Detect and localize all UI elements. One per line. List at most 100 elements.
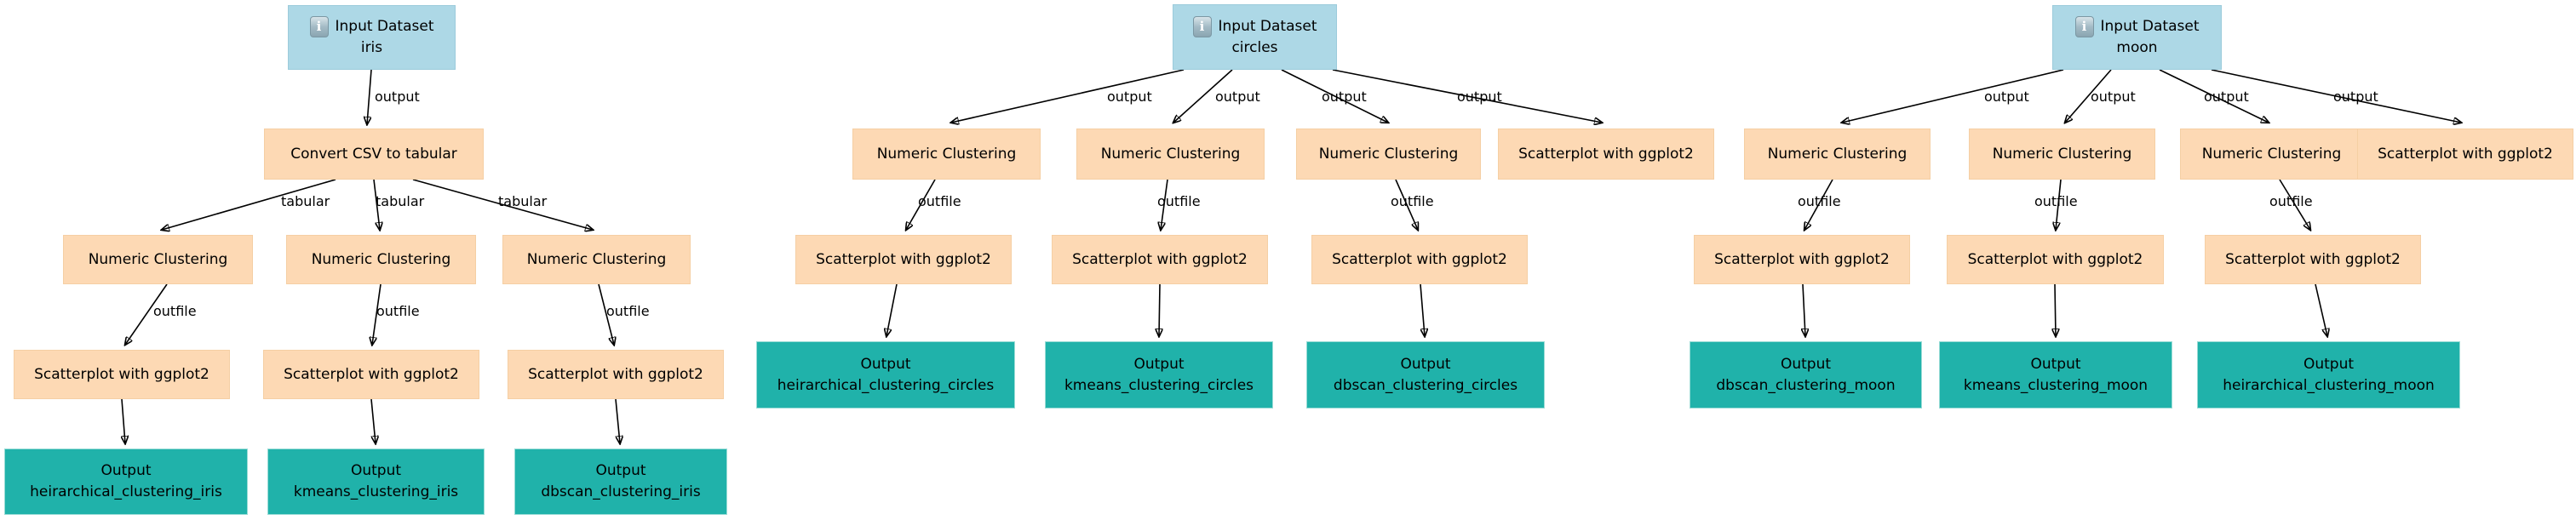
output-title: Output	[860, 355, 911, 373]
node-output-kmeans-clustering-iris[interactable]: Output kmeans_clustering_iris	[267, 449, 485, 515]
node-label: Scatterplot with ggplot2	[34, 365, 209, 383]
edge-label-outfile: outfile	[153, 303, 197, 319]
node-input-dataset-circles[interactable]: i Input Dataset circles	[1173, 4, 1337, 70]
node-output-dbscan-clustering-circles[interactable]: Output dbscan_clustering_circles	[1306, 341, 1545, 409]
edge-label-output: output	[1322, 89, 1367, 105]
edge-label-outfile: outfile	[2034, 193, 2078, 209]
output-title: Output	[1133, 355, 1185, 373]
output-name: dbscan_clustering_moon	[1716, 376, 1896, 394]
info-icon: i	[309, 16, 329, 37]
edge-input-iris-to-convert	[367, 69, 372, 124]
edge-input-moon-to-nc-3	[2159, 69, 2269, 123]
node-scatterplot-moon-1[interactable]: Scatterplot with ggplot2	[1694, 235, 1910, 284]
node-numeric-clustering-iris-2[interactable]: Numeric Clustering	[286, 235, 476, 284]
edge-label-outfile: outfile	[918, 193, 961, 209]
node-scatterplot-circles-2[interactable]: Scatterplot with ggplot2	[1052, 235, 1268, 284]
node-numeric-clustering-moon-3[interactable]: Numeric Clustering	[2180, 129, 2363, 180]
node-numeric-clustering-iris-3[interactable]: Numeric Clustering	[502, 235, 691, 284]
edge-scatter-circles-2-to-output	[1159, 283, 1160, 336]
edge-nc-iris-1-to-scatter	[125, 283, 168, 345]
node-output-heirarchical-clustering-circles[interactable]: Output heirarchical_clustering_circles	[756, 341, 1015, 409]
edge-label-output: output	[2091, 89, 2136, 105]
edge-input-circles-to-scatter-4	[1332, 69, 1602, 123]
edge-label-output: output	[1457, 89, 1502, 105]
input-dataset-label: Input Dataset	[2100, 18, 2200, 35]
node-scatterplot-iris-1[interactable]: Scatterplot with ggplot2	[14, 350, 230, 399]
edge-nc-circles-2-to-scatter	[1161, 179, 1168, 230]
node-scatterplot-circles-direct[interactable]: Scatterplot with ggplot2	[1498, 129, 1714, 180]
node-convert-csv-to-tabular[interactable]: Convert CSV to tabular	[264, 129, 484, 180]
node-label: Numeric Clustering	[876, 145, 1017, 163]
output-title: Output	[595, 462, 646, 479]
edge-scatter-moon-2-to-output	[2055, 283, 2056, 336]
edge-scatter-iris-1-to-output	[122, 398, 125, 443]
edge-label-outfile: outfile	[1157, 193, 1201, 209]
node-scatterplot-circles-3[interactable]: Scatterplot with ggplot2	[1311, 235, 1528, 284]
node-numeric-clustering-moon-2[interactable]: Numeric Clustering	[1969, 129, 2155, 180]
edge-nc-moon-2-to-scatter	[2056, 179, 2062, 230]
output-title: Output	[2030, 355, 2081, 373]
edge-label-tabular: tabular	[281, 193, 330, 209]
edge-input-moon-to-scatter-4	[2211, 69, 2461, 123]
output-title: Output	[100, 462, 152, 479]
edge-input-circles-to-nc-2	[1173, 69, 1233, 123]
edge-nc-moon-1-to-scatter	[1804, 179, 1833, 230]
node-scatterplot-moon-3[interactable]: Scatterplot with ggplot2	[2205, 235, 2421, 284]
node-label: Numeric Clustering	[1100, 145, 1241, 163]
edge-scatter-circles-3-to-output	[1420, 283, 1425, 336]
node-output-heirarchical-clustering-moon[interactable]: Output heirarchical_clustering_moon	[2197, 341, 2460, 409]
edge-nc-moon-3-to-scatter	[2279, 179, 2310, 230]
node-output-dbscan-clustering-iris[interactable]: Output dbscan_clustering_iris	[514, 449, 727, 515]
node-label: Scatterplot with ggplot2	[2225, 250, 2401, 268]
input-dataset-label: Input Dataset	[1218, 17, 1317, 35]
node-label: Scatterplot with ggplot2	[816, 250, 991, 268]
node-output-heirarchical-clustering-iris[interactable]: Output heirarchical_clustering_iris	[4, 449, 248, 515]
node-label: Scatterplot with ggplot2	[1967, 250, 2143, 268]
edge-convert-to-nc-iris-1	[162, 179, 336, 230]
node-label: Scatterplot with ggplot2	[2378, 145, 2553, 163]
output-name: heirarchical_clustering_iris	[30, 483, 222, 500]
output-name: kmeans_clustering_iris	[293, 483, 459, 500]
edge-convert-to-nc-iris-3	[412, 179, 593, 230]
edge-label-outfile: outfile	[1798, 193, 1841, 209]
node-scatterplot-iris-3[interactable]: Scatterplot with ggplot2	[508, 350, 724, 399]
edge-label-outfile: outfile	[606, 303, 650, 319]
node-label: Scatterplot with ggplot2	[528, 365, 703, 383]
output-name: dbscan_clustering_iris	[541, 483, 701, 500]
node-label: Numeric Clustering	[1992, 145, 2132, 163]
dataset-name: moon	[2116, 39, 2158, 56]
node-label: Numeric Clustering	[526, 250, 667, 268]
edge-input-moon-to-nc-2	[2065, 69, 2112, 123]
edge-label-output: output	[1215, 89, 1260, 105]
node-scatterplot-iris-2[interactable]: Scatterplot with ggplot2	[263, 350, 479, 399]
node-scatterplot-circles-1[interactable]: Scatterplot with ggplot2	[795, 235, 1012, 284]
node-output-kmeans-clustering-circles[interactable]: Output kmeans_clustering_circles	[1045, 341, 1273, 409]
node-label: Scatterplot with ggplot2	[1518, 145, 1694, 163]
edge-input-circles-to-nc-1	[951, 69, 1185, 123]
node-output-dbscan-clustering-moon[interactable]: Output dbscan_clustering_moon	[1690, 341, 1922, 409]
node-numeric-clustering-circles-2[interactable]: Numeric Clustering	[1076, 129, 1265, 180]
edge-nc-iris-3-to-scatter	[598, 283, 614, 345]
node-output-kmeans-clustering-moon[interactable]: Output kmeans_clustering_moon	[1939, 341, 2172, 409]
node-numeric-clustering-circles-3[interactable]: Numeric Clustering	[1296, 129, 1481, 180]
info-icon: i	[2074, 16, 2094, 37]
dataset-name: circles	[1231, 38, 1278, 56]
node-label: Numeric Clustering	[1767, 145, 1908, 163]
node-label: Scatterplot with ggplot2	[284, 365, 459, 383]
output-name: heirarchical_clustering_moon	[2223, 376, 2435, 394]
node-numeric-clustering-circles-1[interactable]: Numeric Clustering	[852, 129, 1041, 180]
node-scatterplot-moon-direct[interactable]: Scatterplot with ggplot2	[2357, 129, 2573, 180]
output-name: heirarchical_clustering_circles	[777, 376, 995, 394]
edge-input-circles-to-nc-3	[1281, 69, 1388, 123]
node-numeric-clustering-moon-1[interactable]: Numeric Clustering	[1744, 129, 1931, 180]
node-scatterplot-moon-2[interactable]: Scatterplot with ggplot2	[1947, 235, 2164, 284]
edge-label-output: output	[375, 89, 420, 105]
node-label: Numeric Clustering	[1318, 145, 1459, 163]
info-icon: i	[1192, 15, 1212, 37]
node-numeric-clustering-iris-1[interactable]: Numeric Clustering	[63, 235, 253, 284]
output-name: kmeans_clustering_moon	[1963, 376, 2149, 394]
node-input-dataset-moon[interactable]: i Input Dataset moon	[2052, 5, 2222, 70]
